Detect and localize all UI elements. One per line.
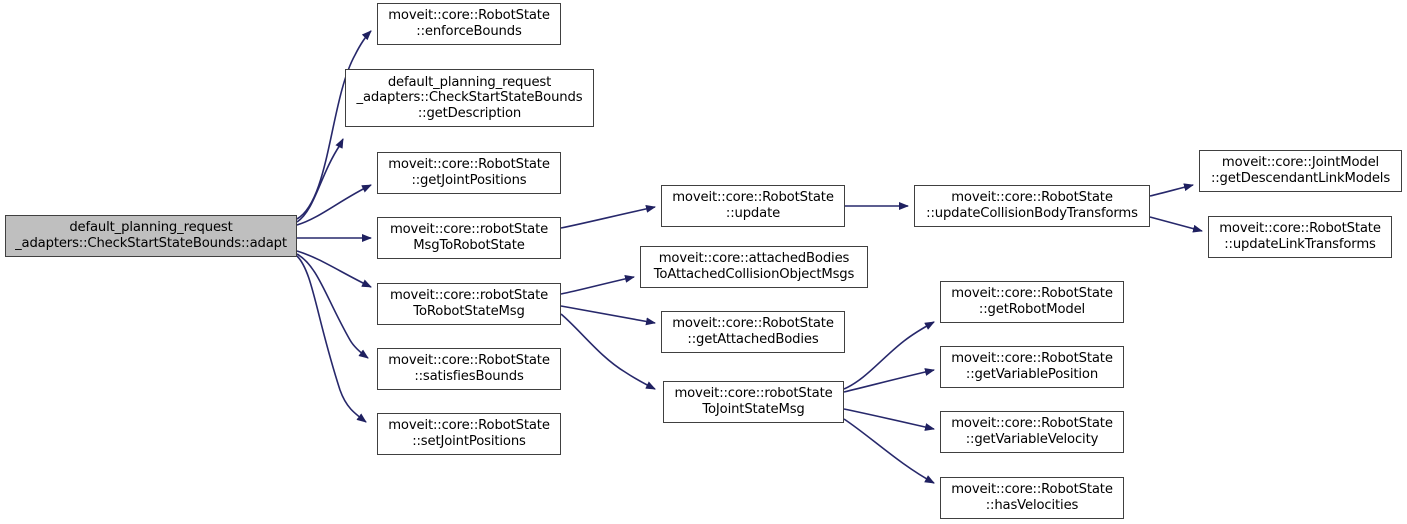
graph-node-robotStateToJointStateMsg[interactable]: moveit::core::robotState ToJointStateMsg — [663, 381, 844, 423]
graph-edge-updateCollisionBodyTransforms-to-getDescendantLinkModels — [1149, 183, 1194, 197]
graph-node-label: moveit::core::RobotState ::update — [672, 190, 834, 221]
graph-edge-adapt-to-satisfiesBounds — [296, 253, 369, 359]
graph-node-getVariablePosition[interactable]: moveit::core::RobotState ::getVariablePo… — [940, 346, 1124, 388]
graph-edge-robotStateToRobotStateMsg-to-attachedBodiesToAttachedCollisionObjectMsgs — [560, 274, 635, 295]
graph-edge-robotStateToJointStateMsg-to-hasVelocities — [843, 418, 935, 484]
graph-node-label: moveit::core::robotState MsgToRobotState — [389, 222, 549, 253]
graph-edge-robotStateToRobotStateMsg-to-robotStateToJointStateMsg — [560, 313, 656, 390]
graph-node-getDescendantLinkModels[interactable]: moveit::core::JointModel ::getDescendant… — [1199, 150, 1402, 192]
graph-node-getRobotModel[interactable]: moveit::core::RobotState ::getRobotModel — [940, 281, 1124, 323]
graph-node-enforceBounds[interactable]: moveit::core::RobotState ::enforceBounds — [377, 3, 561, 45]
graph-node-label: moveit::core::RobotState ::setJointPosit… — [388, 418, 550, 449]
graph-edge-adapt-to-setJointPositions — [296, 255, 367, 423]
graph-node-robotStateToRobotStateMsg[interactable]: moveit::core::robotState ToRobotStateMsg — [377, 283, 561, 325]
graph-node-setJointPositions[interactable]: moveit::core::RobotState ::setJointPosit… — [377, 413, 561, 455]
graph-node-getDescription[interactable]: default_planning_request _adapters::Chec… — [345, 69, 594, 127]
graph-node-hasVelocities[interactable]: moveit::core::RobotState ::hasVelocities — [940, 477, 1124, 519]
graph-node-getVariableVelocity[interactable]: moveit::core::RobotState ::getVariableVe… — [940, 411, 1124, 453]
graph-node-attachedBodiesToAttachedCollisionObjectMsgs[interactable]: moveit::core::attachedBodies ToAttachedC… — [640, 246, 868, 288]
graph-node-label: moveit::core::JointModel ::getDescendant… — [1210, 155, 1391, 186]
graph-node-robotStateMsgToRobotState[interactable]: moveit::core::robotState MsgToRobotState — [377, 217, 561, 259]
graph-node-label: moveit::core::RobotState ::updateLinkTra… — [1219, 221, 1381, 252]
graph-node-label: moveit::core::RobotState ::getVariableVe… — [951, 416, 1113, 447]
graph-node-adapt[interactable]: default_planning_request _adapters::Chec… — [5, 215, 297, 257]
graph-edge-adapt-to-robotStateToRobotStateMsg — [296, 250, 372, 288]
graph-node-label: default_planning_request _adapters::Chec… — [15, 220, 287, 251]
graph-node-label: default_planning_request _adapters::Chec… — [356, 74, 583, 121]
graph-edge-robotStateToJointStateMsg-to-getRobotModel — [843, 321, 935, 390]
graph-edge-robotStateToRobotStateMsg-to-getAttachedBodies — [560, 305, 656, 326]
graph-edge-updateCollisionBodyTransforms-to-updateLinkTransforms — [1149, 216, 1203, 233]
graph-node-updateLinkTransforms[interactable]: moveit::core::RobotState ::updateLinkTra… — [1208, 216, 1392, 258]
graph-edge-adapt-to-getJointPositions — [296, 184, 372, 226]
graph-edge-adapt-to-getDescription — [296, 138, 344, 223]
graph-node-label: moveit::core::RobotState ::getRobotModel — [951, 286, 1113, 317]
graph-node-label: moveit::core::robotState ToJointStateMsg — [674, 386, 833, 417]
graph-node-label: moveit::core::RobotState ::hasVelocities — [951, 482, 1113, 513]
graph-node-satisfiesBounds[interactable]: moveit::core::RobotState ::satisfiesBoun… — [377, 348, 561, 390]
graph-node-update[interactable]: moveit::core::RobotState ::update — [661, 185, 845, 227]
graph-node-label: moveit::core::RobotState ::updateCollisi… — [926, 190, 1138, 221]
graph-node-label: moveit::core::attachedBodies ToAttachedC… — [653, 251, 855, 282]
graph-node-label: moveit::core::RobotState ::getVariablePo… — [951, 351, 1113, 382]
graph-node-updateCollisionBodyTransforms[interactable]: moveit::core::RobotState ::updateCollisi… — [914, 185, 1150, 227]
graph-node-label: moveit::core::RobotState ::satisfiesBoun… — [388, 353, 550, 384]
graph-node-label: moveit::core::robotState ToRobotStateMsg — [389, 288, 549, 319]
graph-edge-robotStateToJointStateMsg-to-getVariableVelocity — [843, 408, 935, 431]
graph-node-label: moveit::core::RobotState ::getAttachedBo… — [672, 316, 834, 347]
graph-node-getAttachedBodies[interactable]: moveit::core::RobotState ::getAttachedBo… — [661, 311, 845, 353]
graph-node-label: moveit::core::RobotState ::getJointPosit… — [388, 157, 550, 188]
graph-edge-robotStateMsgToRobotState-to-update — [560, 204, 656, 229]
graph-edge-robotStateToJointStateMsg-to-getVariablePosition — [843, 368, 935, 393]
graph-node-label: moveit::core::RobotState ::enforceBounds — [388, 8, 550, 39]
graph-node-getJointPositions[interactable]: moveit::core::RobotState ::getJointPosit… — [377, 152, 561, 194]
